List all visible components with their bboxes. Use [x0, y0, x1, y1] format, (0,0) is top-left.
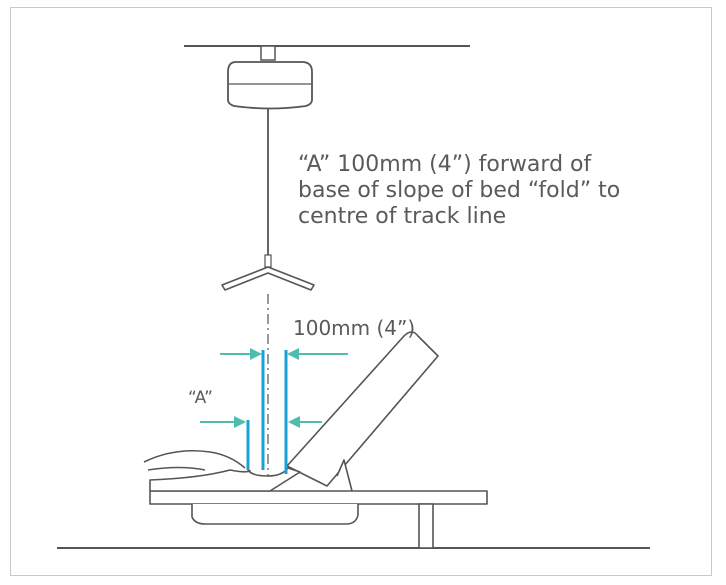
annotation-line-1: “A” 100mm (4”) forward of [298, 152, 592, 177]
dimension-arrow-left [220, 348, 262, 360]
hoist-unit [227, 61, 313, 110]
diagram-frame [10, 7, 712, 576]
annotation-text: “A” 100mm (4”) forward of base of slope … [298, 152, 620, 230]
a-arrow-right [288, 416, 322, 428]
bed [143, 331, 488, 549]
track-mount [260, 45, 276, 61]
dimension-label: 100mm (4”) [293, 316, 416, 340]
strap-clip [264, 254, 272, 268]
annotation-line-2: base of slope of bed “fold” to [298, 178, 621, 203]
dimension-arrow-right [287, 348, 348, 360]
a-label: “A” [188, 388, 213, 408]
a-arrow-left [200, 416, 246, 428]
annotation-line-3: centre of track line [298, 204, 507, 229]
spreader-bar [221, 266, 315, 291]
